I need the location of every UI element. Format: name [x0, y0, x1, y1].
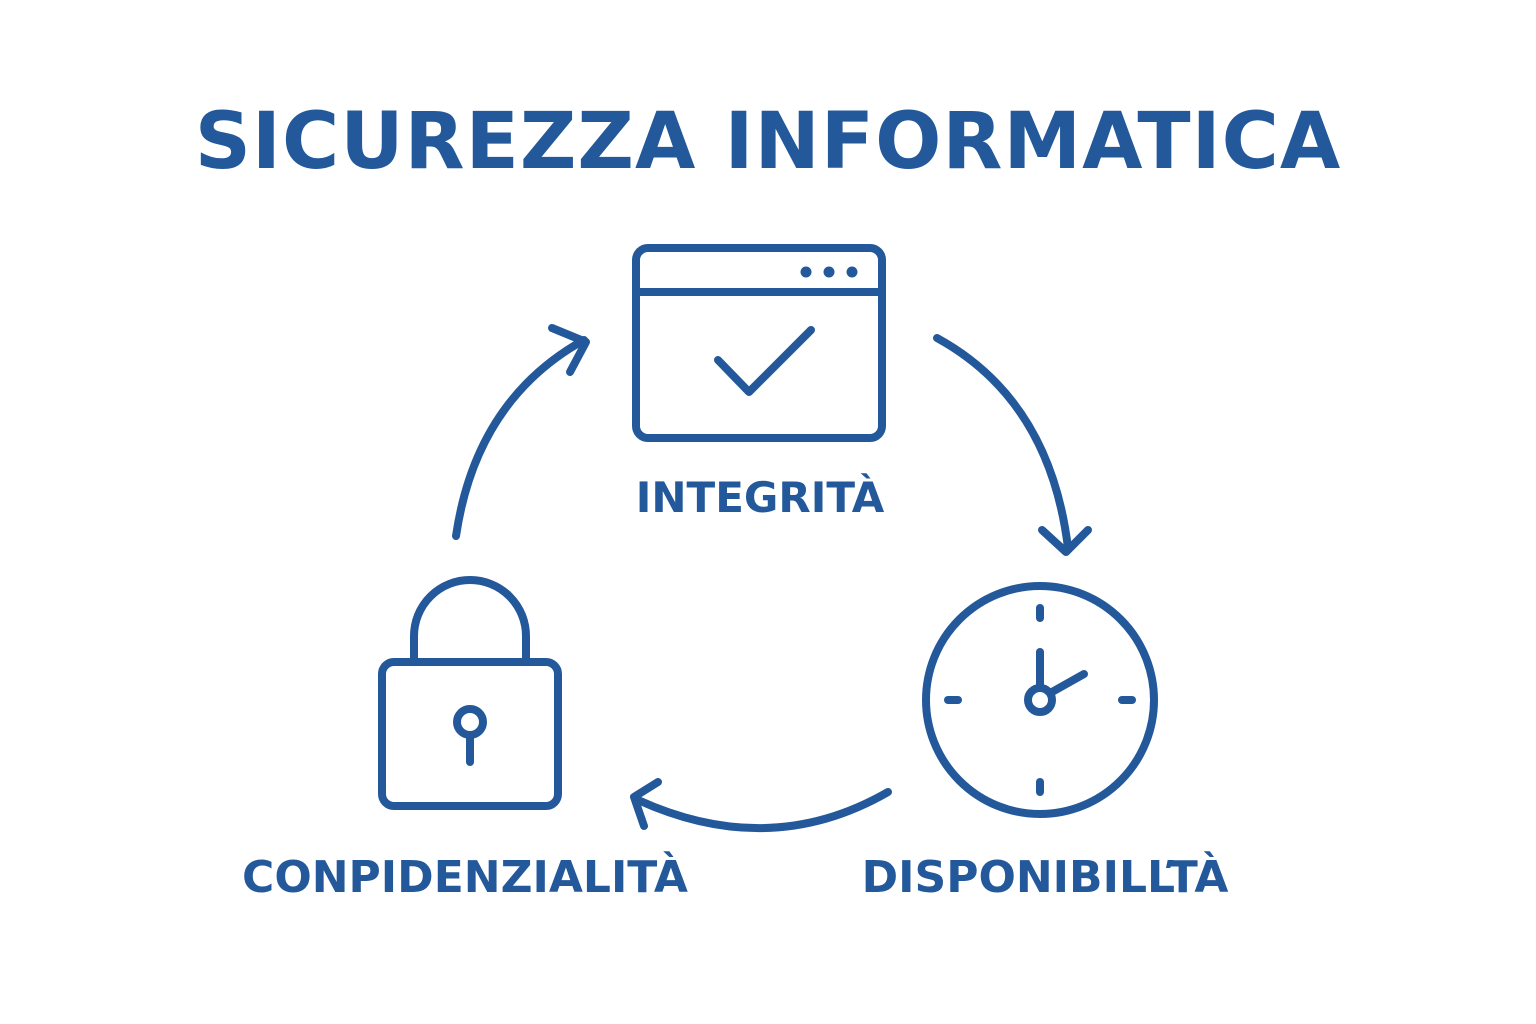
arrow-disponibilita-to-confidenzialita	[630, 778, 892, 833]
arrow-integrita-to-disponibilita	[933, 334, 1092, 556]
clock-icon	[922, 582, 1158, 818]
label-confidenzialita: CONPIDENZIALITÀ	[242, 852, 688, 903]
browser-window-check-icon	[632, 244, 886, 442]
page-title: SICUREZZA INFORMATICA	[194, 97, 1342, 187]
label-disponibilita: DISPONIBILĽTÀ	[861, 852, 1229, 903]
label-integrita: INTEGRITÀ	[635, 473, 885, 522]
arrow-confidenzialita-to-integrita	[452, 324, 590, 540]
padlock-icon	[378, 576, 562, 810]
